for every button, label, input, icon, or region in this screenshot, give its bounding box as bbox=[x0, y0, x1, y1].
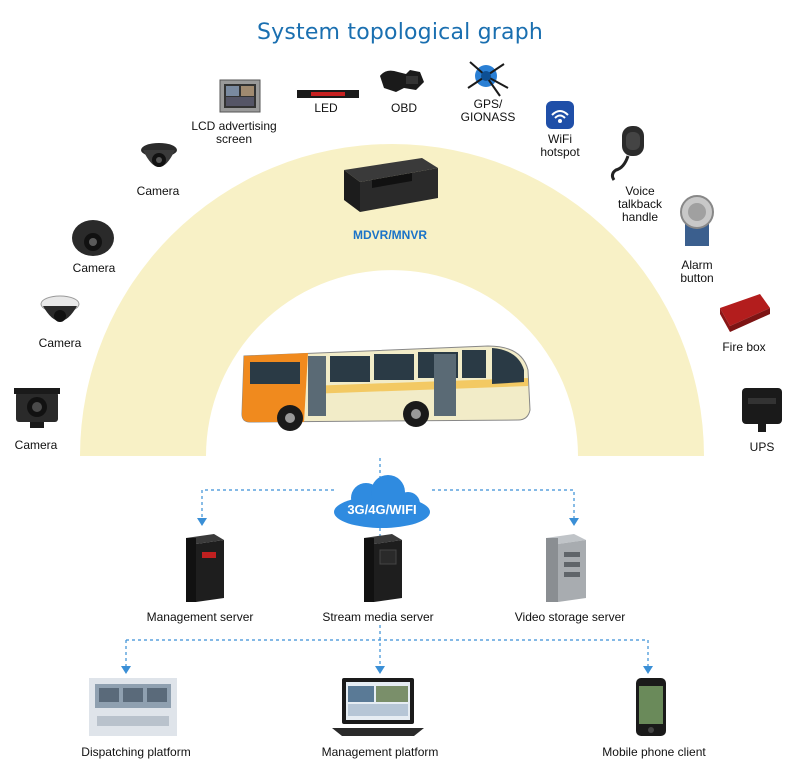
mobile-client-label: Mobile phone client bbox=[602, 745, 706, 759]
alarm-button-icon bbox=[680, 195, 714, 246]
camera-label-2: Camera bbox=[72, 261, 116, 275]
mdvr-label: MDVR/MNVR bbox=[353, 228, 427, 242]
gps-antenna-icon bbox=[467, 61, 509, 97]
ups-label: UPS bbox=[749, 440, 775, 454]
page-title: System topological graph bbox=[256, 20, 544, 45]
alarm-label: Alarm button bbox=[680, 258, 714, 285]
ups-icon bbox=[742, 388, 782, 432]
voice-label: Voice talkback handle bbox=[617, 184, 663, 224]
lcd-screen-icon bbox=[219, 79, 261, 113]
led-label: LED bbox=[314, 101, 338, 115]
management-server-icon bbox=[186, 534, 224, 602]
fire-label: Fire box bbox=[722, 340, 766, 354]
dome-camera-icon bbox=[72, 220, 114, 256]
management-server-label: Management server bbox=[146, 610, 254, 624]
dome-camera-icon bbox=[40, 295, 80, 322]
video-storage-server-icon bbox=[546, 534, 586, 602]
microphone-handle-icon bbox=[610, 126, 644, 181]
cloud-network-icon: 3G/4G/WIFI bbox=[334, 475, 430, 528]
mobile-phone-icon bbox=[636, 678, 666, 736]
dome-camera-icon bbox=[141, 143, 177, 167]
laptop-icon bbox=[332, 678, 424, 736]
camera-label-4: Camera bbox=[14, 438, 58, 452]
wifi-label: WiFi hotspot bbox=[540, 132, 580, 159]
camera-label-3: Camera bbox=[38, 336, 82, 350]
network-label: 3G/4G/WIFI bbox=[347, 502, 416, 517]
obd-connector-icon bbox=[380, 70, 424, 92]
obd-label: OBD bbox=[390, 101, 418, 115]
gps-label: GPS/ GIONASS bbox=[460, 97, 516, 124]
camera-label-1: Camera bbox=[136, 184, 180, 198]
video-storage-server-label: Video storage server bbox=[514, 610, 626, 624]
management-platform-label: Management platform bbox=[321, 745, 439, 759]
dispatching-platform-image bbox=[89, 678, 177, 736]
mdvr-device-icon bbox=[344, 158, 438, 212]
led-icon bbox=[297, 90, 359, 98]
fire-box-icon bbox=[720, 294, 770, 332]
lcd-label: LCD advertising screen bbox=[191, 119, 277, 146]
dispatching-platform-label: Dispatching platform bbox=[81, 745, 191, 759]
box-camera-icon bbox=[14, 388, 60, 428]
stream-media-server-label: Stream media server bbox=[322, 610, 434, 624]
bus-image bbox=[241, 345, 531, 431]
stream-media-server-icon bbox=[364, 534, 402, 602]
wifi-hotspot-icon bbox=[546, 101, 574, 129]
